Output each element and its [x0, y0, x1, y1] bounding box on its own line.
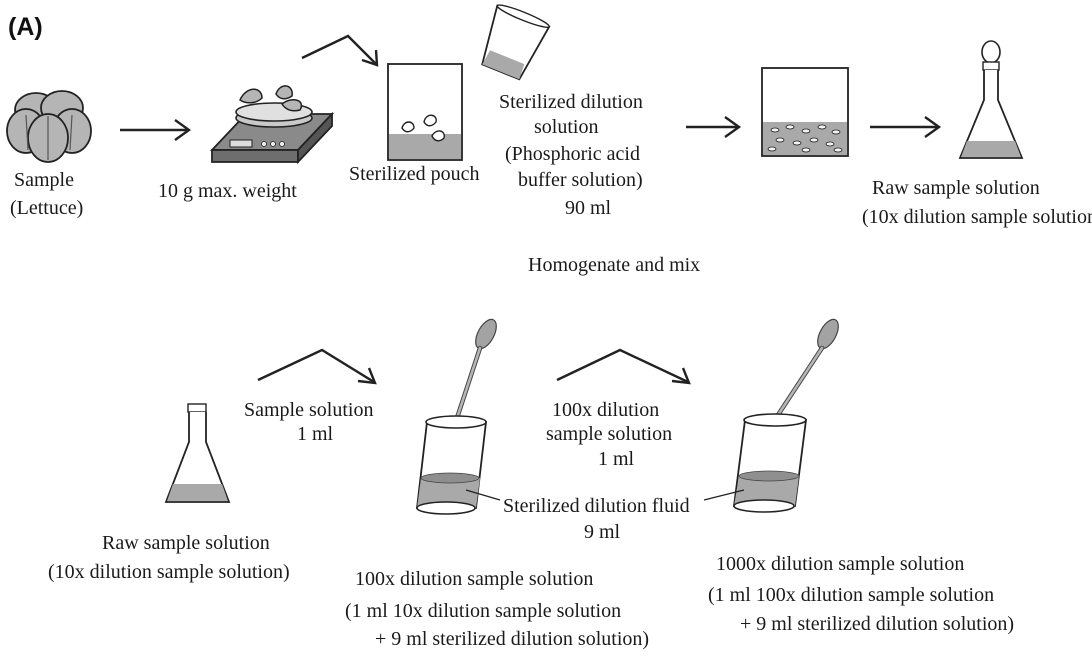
transfer2-line-2: sample solution: [546, 423, 672, 445]
raw-solution-sub-label-2: (10x dilution sample solution): [48, 561, 290, 583]
leader-line: [703, 489, 745, 501]
fluid-line-1: Sterilized dilution fluid: [503, 495, 690, 517]
arrow-right-icon: [120, 119, 192, 141]
homogenate-label: Homogenate and mix: [528, 254, 700, 276]
pipette-icon: [454, 318, 497, 421]
result1-line-1: 100x dilution sample solution: [355, 568, 593, 590]
lettuce-leaves-icon: [239, 85, 303, 112]
weight-label: 10 g max. weight: [158, 180, 297, 202]
weighing-scale-icon: [209, 102, 335, 165]
transfer2-line-3: 1 ml: [598, 448, 635, 470]
pouch-label: Sterilized pouch: [349, 163, 480, 185]
tilted-beaker-icon: [481, 4, 551, 81]
panel-label: (A): [8, 13, 43, 41]
dilution-line-2: solution: [534, 116, 598, 138]
result1-line-3: + 9 ml sterilized dilution solution): [375, 628, 649, 650]
arrow-right-icon: [686, 116, 742, 138]
result2-line-3: + 9 ml sterilized dilution solution): [740, 613, 1014, 635]
result2-line-2: (1 ml 100x dilution sample solution: [708, 584, 994, 606]
flask-icon: [164, 403, 231, 503]
transfer2-line-1: 100x dilution: [552, 399, 659, 421]
dilution-line-5: 90 ml: [565, 197, 612, 219]
beaker-icon: [415, 415, 488, 515]
transfer1-line-2: 1 ml: [297, 423, 334, 445]
dilution-line-3: (Phosphoric acid: [505, 143, 640, 165]
bent-arrow-icon: [257, 348, 377, 385]
bent-arrow-icon: [301, 34, 379, 67]
stoppered-flask-icon: [958, 40, 1024, 159]
bent-arrow-icon: [556, 348, 691, 385]
homogenized-pouch-icon: [761, 67, 849, 157]
raw-solution-label: Raw sample solution: [872, 177, 1040, 199]
beaker-icon: [732, 413, 808, 513]
sample-sub-label: (Lettuce): [10, 197, 83, 219]
pipette-icon: [773, 318, 839, 421]
leader-line: [465, 489, 501, 501]
fluid-line-2: 9 ml: [584, 521, 621, 543]
lettuce-sample-icon: [6, 90, 92, 163]
raw-solution-label-2: Raw sample solution: [102, 532, 270, 554]
sterilized-pouch-icon: [387, 63, 463, 161]
dilution-line-1: Sterilized dilution: [499, 91, 643, 113]
result1-line-2: (1 ml 10x dilution sample solution: [345, 600, 621, 622]
sample-label: Sample: [14, 169, 74, 191]
raw-solution-sub-label: (10x dilution sample solution): [862, 206, 1092, 228]
arrow-right-icon: [870, 116, 942, 138]
transfer1-line-1: Sample solution: [244, 399, 373, 421]
result2-line-1: 1000x dilution sample solution: [716, 553, 964, 575]
dilution-line-4: buffer solution): [518, 169, 643, 191]
